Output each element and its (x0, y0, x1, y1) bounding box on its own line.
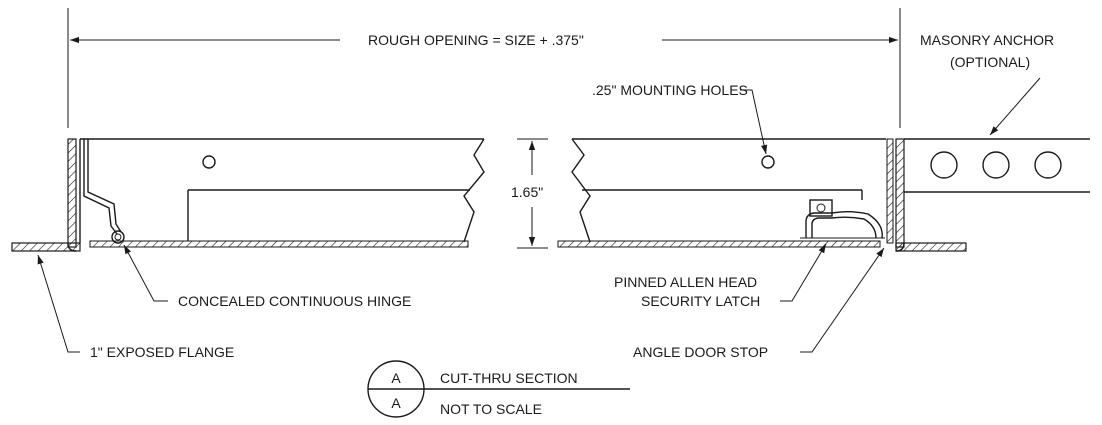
latch-label-2: SECURITY LATCH (641, 293, 760, 309)
latch-body (809, 199, 833, 217)
latch-arm (805, 211, 883, 239)
section-marker: A A CUT-THRU SECTION NOT TO SCALE (367, 360, 630, 418)
section-bottom-letter: A (391, 395, 401, 411)
hinge-pin-outer (111, 230, 125, 244)
left-frame (11, 138, 81, 252)
anchor-hole-1 (930, 151, 958, 179)
section-title: CUT-THRU SECTION (440, 370, 578, 386)
masonry-anchor-callout: MASONRY ANCHOR (OPTIONAL) (920, 32, 1054, 136)
right-frame (886, 138, 967, 252)
anchor-hole-2 (982, 151, 1010, 179)
right-exposed-flange (895, 242, 967, 252)
hinge-leader (123, 244, 168, 302)
hinge-label: CONCEALED CONTINUOUS HINGE (178, 293, 411, 309)
rough-opening-dimension: ROUGH OPENING = SIZE + .375" (67, 8, 901, 128)
section-scale-note: NOT TO SCALE (440, 401, 542, 417)
latch-leader (780, 243, 827, 302)
left-door-panel (79, 138, 485, 248)
depth-dimension: 1.65" (511, 138, 548, 249)
depth-label: 1.65" (511, 184, 543, 200)
anchor-hole-3 (1034, 151, 1062, 179)
left-flange-bend (67, 242, 77, 252)
rough-opening-label: ROUGH OPENING = SIZE + .375" (368, 32, 584, 48)
concealed-hinge (83, 139, 125, 244)
angle-stop-label: ANGLE DOOR STOP (633, 344, 768, 360)
masonry-anchor-label-1: MASONRY ANCHOR (920, 32, 1054, 48)
mounting-hole-left (202, 155, 216, 169)
angle-stop-callout: ANGLE DOOR STOP (633, 247, 885, 360)
security-latch (800, 199, 885, 239)
latch-label-1: PINNED ALLEN HEAD (614, 274, 757, 290)
right-door-panel (557, 138, 886, 248)
angle-stop-leader (800, 247, 885, 353)
mounting-holes-leader (740, 89, 768, 155)
masonry-anchor (904, 138, 1090, 193)
flange-label: 1" EXPOSED FLANGE (90, 344, 234, 360)
left-exposed-flange (11, 242, 81, 252)
hinge-pin-inner (114, 233, 122, 241)
left-door-skin (89, 240, 469, 248)
masonry-anchor-leader (989, 77, 1041, 136)
angle-door-stop-leg (886, 138, 894, 244)
left-frame-jamb (67, 138, 77, 248)
mounting-holes-label: .25" MOUNTING HOLES (592, 82, 748, 98)
flange-leader (37, 254, 80, 353)
right-door-skin (557, 240, 881, 248)
mounting-hole-right (761, 155, 775, 169)
latch-callout: PINNED ALLEN HEAD SECURITY LATCH (614, 243, 827, 309)
exposed-flange-callout: 1" EXPOSED FLANGE (37, 254, 234, 360)
right-frame-jamb (895, 138, 905, 248)
mounting-holes-callout: .25" MOUNTING HOLES (592, 82, 768, 155)
hinge-callout: CONCEALED CONTINUOUS HINGE (123, 244, 411, 309)
section-top-letter: A (391, 370, 401, 386)
masonry-anchor-label-2: (OPTIONAL) (950, 54, 1030, 70)
